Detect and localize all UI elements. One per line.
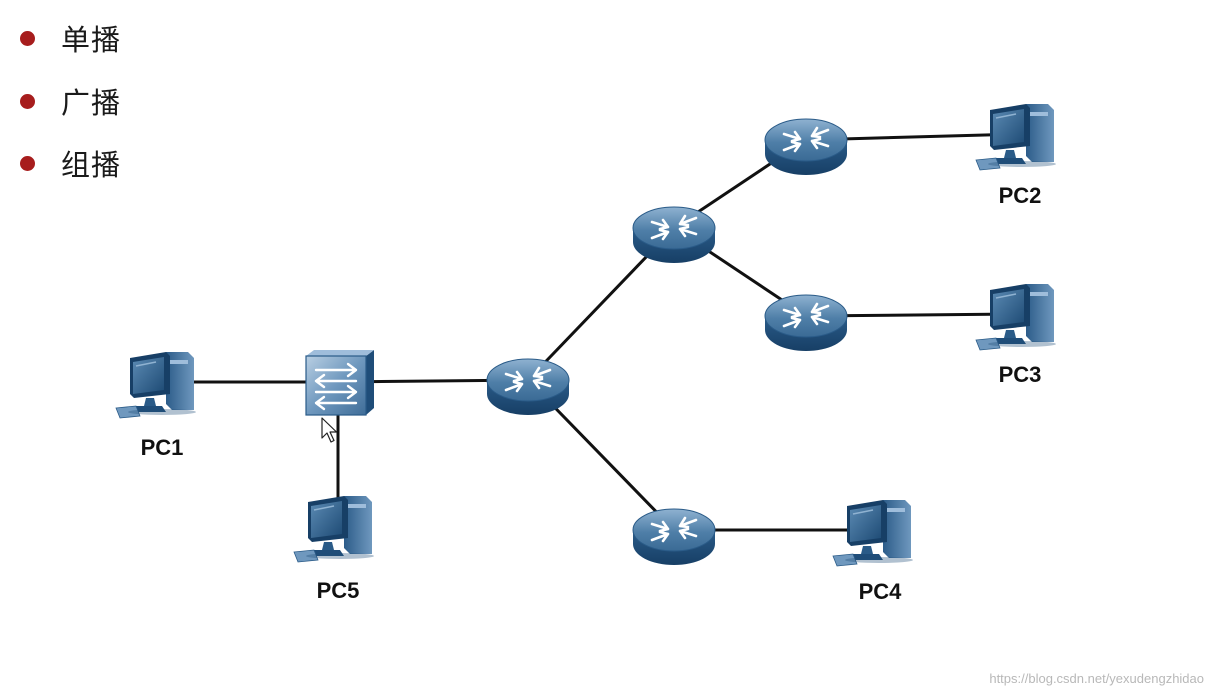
pc1-computer-icon (115, 352, 196, 419)
switch1-switch-icon (305, 350, 374, 416)
pc2-computer-icon (975, 104, 1056, 171)
watermark: https://blog.csdn.net/yexudengzhidao (989, 671, 1204, 686)
pc4-label: PC4 (859, 579, 903, 604)
links-layer (160, 132, 1021, 532)
pc4-computer-icon (832, 500, 913, 567)
bullet-dot-icon (20, 30, 35, 46)
devices-layer (115, 104, 1056, 567)
bullet-text-multicast: 组播 (61, 148, 122, 182)
bullet-multicast: 组播 (20, 143, 121, 183)
router-pc4-router-icon (632, 508, 716, 565)
bullet-dot-icon (20, 155, 35, 171)
pc3-computer-icon (975, 284, 1056, 351)
pc1-label: PC1 (141, 435, 184, 460)
router-top-router-icon (764, 118, 848, 175)
bullet-text-broadcast: 广播 (61, 86, 122, 120)
router-mid-router-icon (632, 206, 716, 263)
bullet-dot-icon (20, 93, 35, 109)
pc2-label: PC2 (999, 183, 1042, 208)
bullet-unicast: 单播 (20, 18, 121, 58)
bullet-text-unicast: 单播 (61, 23, 122, 57)
pc5-label: PC5 (317, 578, 360, 603)
router-core-router-icon (486, 358, 570, 415)
pc3-label: PC3 (999, 362, 1042, 387)
mouse-pointer-icon (321, 417, 338, 443)
bullet-broadcast: 广播 (20, 81, 121, 121)
router-pc3-router-icon (764, 294, 848, 351)
pc5-computer-icon (293, 496, 374, 563)
